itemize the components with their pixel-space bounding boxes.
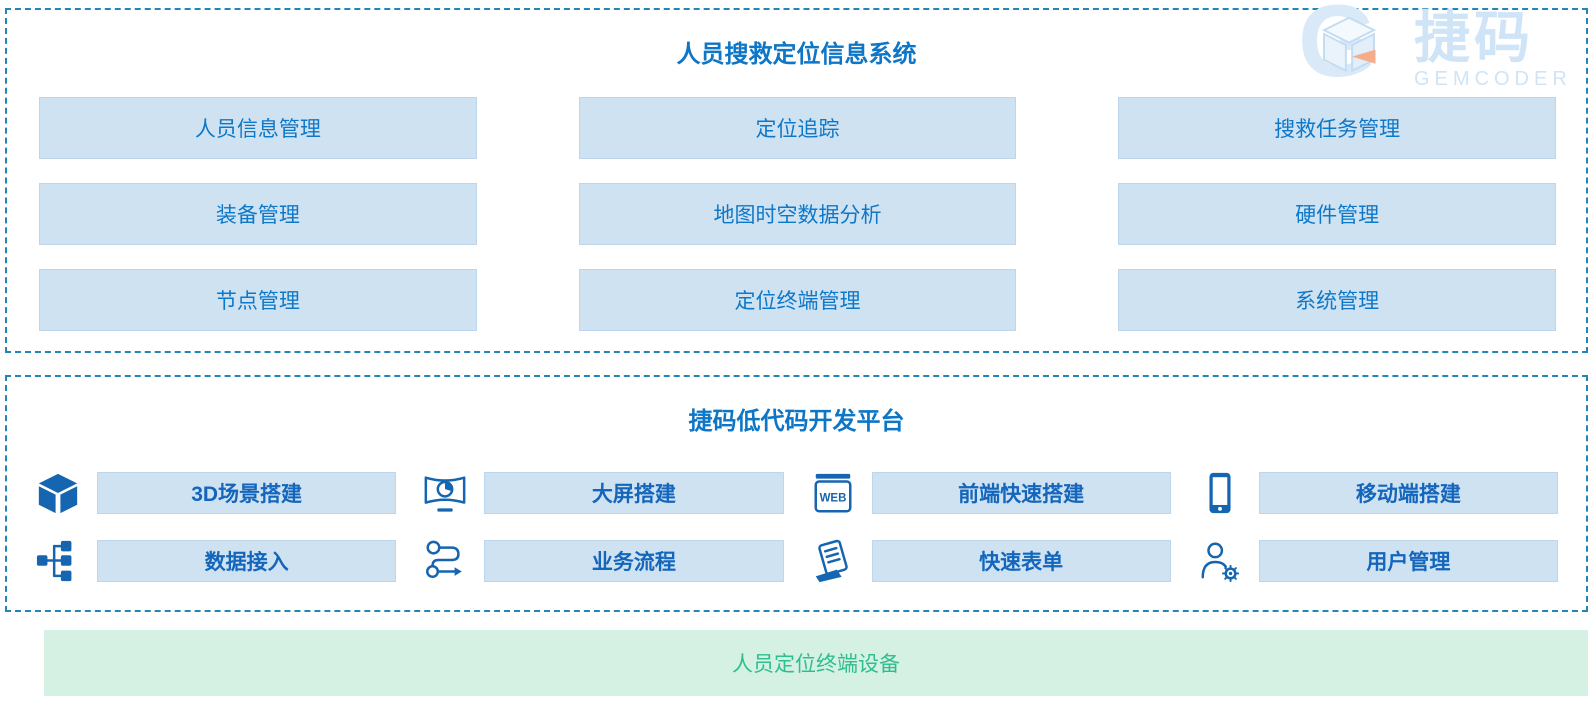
platform-item-quick-form: 快速表单 bbox=[810, 538, 1171, 584]
module-node: 节点管理 bbox=[39, 269, 477, 331]
platform-item-mobile: 移动端搭建 bbox=[1197, 470, 1558, 516]
module-rescue-task: 搜救任务管理 bbox=[1118, 97, 1556, 159]
data-tree-icon bbox=[36, 540, 72, 582]
platform-item-workflow: 业务流程 bbox=[422, 538, 784, 584]
svg-text:WEB: WEB bbox=[819, 493, 846, 505]
web-browser-icon: WEB bbox=[814, 473, 851, 513]
workflow-icon bbox=[426, 540, 463, 579]
platform-grid: 3D场景搭建 大屏搭建 WEB 前端快速搭建 bbox=[7, 436, 1586, 584]
system-section: 人员搜救定位信息系统 人员信息管理 定位追踪 搜救任务管理 装备管理 地图时空数… bbox=[5, 8, 1588, 353]
module-map-spatiotemporal: 地图时空数据分析 bbox=[578, 183, 1017, 245]
platform-item-3d-scene: 3D场景搭建 bbox=[35, 470, 397, 516]
form-icon bbox=[815, 539, 848, 583]
module-positioning-terminal: 定位终端管理 bbox=[578, 269, 1017, 331]
module-personnel-info: 人员信息管理 bbox=[39, 97, 477, 159]
system-module-grid: 人员信息管理 定位追踪 搜救任务管理 装备管理 地图时空数据分析 硬件管理 节点… bbox=[7, 69, 1586, 331]
platform-label-big-screen: 大屏搭建 bbox=[484, 472, 784, 514]
platform-item-user-mgmt: 用户管理 bbox=[1197, 538, 1558, 584]
platform-item-big-screen: 大屏搭建 bbox=[422, 470, 784, 516]
platform-item-web-frontend: WEB 前端快速搭建 bbox=[810, 470, 1171, 516]
platform-label-user-mgmt: 用户管理 bbox=[1258, 540, 1558, 582]
module-hardware: 硬件管理 bbox=[1118, 183, 1556, 245]
platform-label-mobile: 移动端搭建 bbox=[1258, 472, 1558, 514]
platform-label-quick-form: 快速表单 bbox=[871, 540, 1171, 582]
device-terminal-bar: 人员定位终端设备 bbox=[44, 630, 1588, 696]
system-section-title: 人员搜救定位信息系统 bbox=[676, 41, 917, 68]
mobile-device-icon bbox=[1209, 472, 1231, 514]
module-position-tracking: 定位追踪 bbox=[578, 97, 1017, 159]
platform-label-3d-scene: 3D场景搭建 bbox=[97, 472, 397, 514]
big-screen-icon bbox=[424, 476, 466, 512]
user-gear-icon bbox=[1201, 542, 1239, 583]
module-equipment: 装备管理 bbox=[39, 183, 477, 245]
platform-label-web-frontend: 前端快速搭建 bbox=[871, 472, 1171, 514]
platform-label-data-access: 数据接入 bbox=[97, 540, 397, 582]
module-system: 系统管理 bbox=[1118, 269, 1556, 331]
device-terminal-label: 人员定位终端设备 bbox=[732, 653, 900, 676]
cube-3d-icon bbox=[38, 473, 78, 514]
platform-label-workflow: 业务流程 bbox=[484, 540, 784, 582]
platform-item-data-access: 数据接入 bbox=[35, 538, 397, 584]
platform-section: 捷码低代码开发平台 3D场景搭建 大屏搭建 WEB bbox=[5, 375, 1588, 612]
platform-section-title: 捷码低代码开发平台 bbox=[688, 408, 905, 435]
